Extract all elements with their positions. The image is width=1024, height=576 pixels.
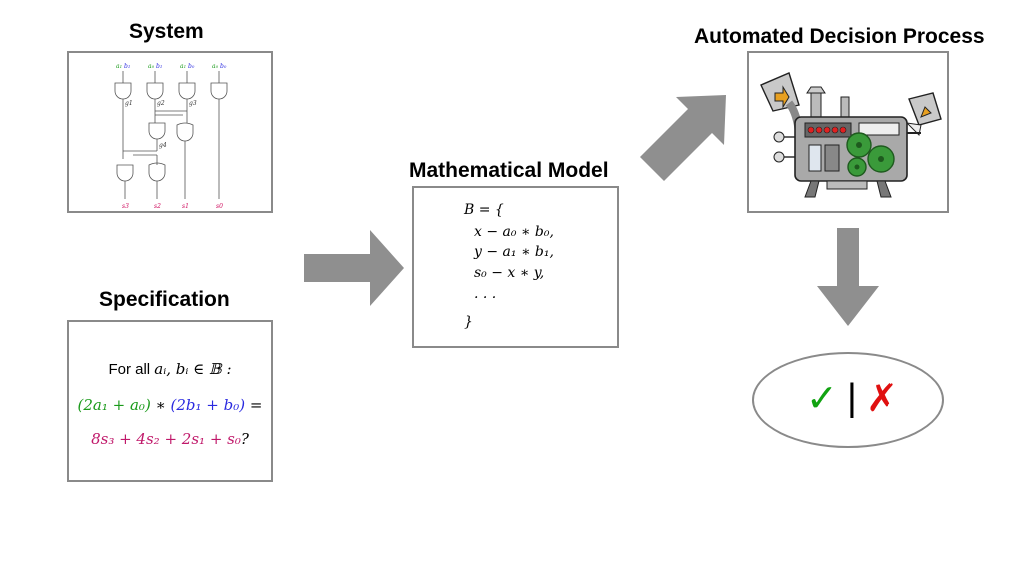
system-heading: System xyxy=(129,20,204,43)
spec-a-term: (2a₁ + a₀) xyxy=(77,396,151,414)
model-line-3: s₀ − x ∗ y, xyxy=(474,265,545,281)
decision-heading: Automated Decision Process xyxy=(694,25,985,48)
spec-line-2: (2a₁ + a₀) ∗ (2b₁ + b₀) = xyxy=(69,396,271,414)
spec-s-term: 8s₃ + 4s₂ + 2s₁ + s₀ xyxy=(91,430,241,448)
specification-box: For all aᵢ, bᵢ ∈ 𝔹 : (2a₁ + a₀) ∗ (2b₁ +… xyxy=(67,320,273,482)
spec-vars: aᵢ, bᵢ ∈ 𝔹 : xyxy=(154,360,232,378)
result-separator: | xyxy=(847,377,857,419)
svg-text:b1: b1 xyxy=(124,63,130,70)
spec-line-1: For all aᵢ, bᵢ ∈ 𝔹 : xyxy=(69,360,271,378)
svg-text:b0: b0 xyxy=(188,63,195,70)
check-mark-icon: ✓ xyxy=(806,378,838,420)
system-box: a1 b1 a0 b1 a1 b0 a0 b0 g1 g2 g3 g4 s3 s… xyxy=(67,51,273,213)
svg-text:s2: s2 xyxy=(154,203,161,210)
svg-text:s1: s1 xyxy=(182,203,189,210)
spec-for-all: For all xyxy=(108,361,151,378)
svg-text:a0: a0 xyxy=(212,63,219,70)
spec-question: ? xyxy=(240,430,249,448)
svg-text:g2: g2 xyxy=(157,100,165,107)
svg-text:g1: g1 xyxy=(125,100,133,107)
model-line-5: } xyxy=(464,314,473,330)
arrow-to-model xyxy=(304,230,404,306)
model-line-2: y − a₁ ∗ b₁, xyxy=(474,244,554,260)
svg-text:a1: a1 xyxy=(116,63,122,70)
model-line-4: . . . xyxy=(474,286,497,302)
cross-mark-icon: ✗ xyxy=(866,378,898,420)
svg-text:s0: s0 xyxy=(216,203,223,210)
svg-text:g3: g3 xyxy=(189,100,197,107)
model-heading: Mathematical Model xyxy=(409,159,609,182)
svg-text:g4: g4 xyxy=(159,142,167,149)
spec-line-3: 8s₃ + 4s₂ + 2s₁ + s₀? xyxy=(69,430,271,448)
svg-text:b0: b0 xyxy=(220,63,227,70)
model-line-0: B = { xyxy=(464,202,504,218)
arrow-to-decision xyxy=(640,95,726,181)
model-line-1: x − a₀ ∗ b₀, xyxy=(474,224,554,240)
svg-text:b1: b1 xyxy=(156,63,162,70)
arrow-to-result xyxy=(817,228,879,326)
model-box: B = { x − a₀ ∗ b₀, y − a₁ ∗ b₁, s₀ − x ∗… xyxy=(412,186,619,348)
svg-text:a0: a0 xyxy=(148,63,155,70)
specification-heading: Specification xyxy=(99,288,230,311)
decision-box xyxy=(747,51,949,213)
circuit-diagram: a1 b1 a0 b1 a1 b0 a0 b0 g1 g2 g3 g4 s3 s… xyxy=(114,63,228,210)
machine-icon xyxy=(760,72,942,198)
svg-text:s3: s3 xyxy=(122,203,129,210)
svg-text:a1: a1 xyxy=(180,63,186,70)
result-ellipse: ✓ | ✗ xyxy=(752,352,944,448)
spec-equals: = xyxy=(245,396,263,414)
spec-b-term: (2b₁ + b₀) xyxy=(170,396,246,414)
spec-times: ∗ xyxy=(150,396,171,414)
